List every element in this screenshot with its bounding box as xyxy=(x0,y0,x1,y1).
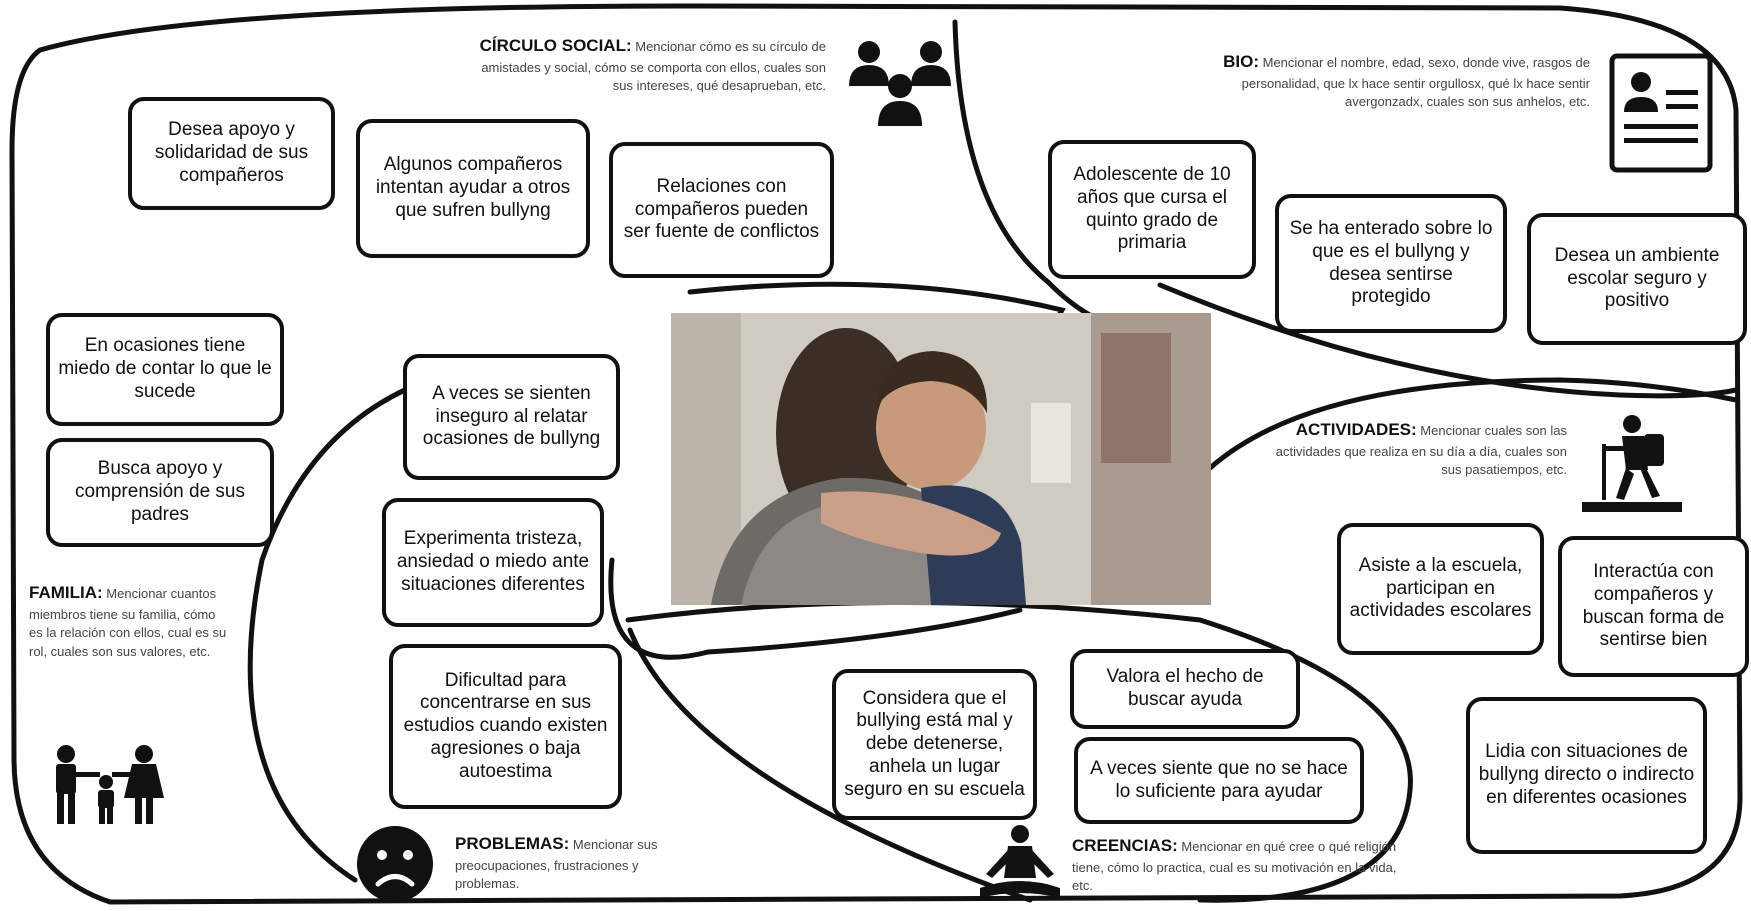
bio-section: BIO: Mencionar el nombre, edad, sexo, do… xyxy=(1188,50,1590,112)
meditation-icon xyxy=(970,824,1070,911)
familia-title: FAMILIA: xyxy=(29,583,103,602)
bio-title: BIO: xyxy=(1223,52,1259,71)
note-n1: Desea apoyo y solidaridad de sus compañe… xyxy=(128,97,335,210)
people-group-icon xyxy=(845,38,955,135)
note-n14: Lidia con situaciones de bullyng directo… xyxy=(1466,697,1707,854)
creencias-title: CREENCIAS: xyxy=(1072,836,1178,855)
actividades-title: ACTIVIDADES: xyxy=(1295,420,1417,439)
family-icon xyxy=(40,744,174,831)
creencias-section: CREENCIAS: Mencionar en qué cree o qué r… xyxy=(1072,834,1402,896)
note-n3: Relaciones con compañeros pueden ser fue… xyxy=(609,142,834,278)
note-n9: A veces se sienten inseguro al relatar o… xyxy=(403,354,620,480)
actividades-text: Mencionar cuales son las actividades que… xyxy=(1275,423,1567,478)
note-n6: Desea un ambiente escolar seguro y posit… xyxy=(1527,213,1747,345)
note-n8: Busca apoyo y comprensión de sus padres xyxy=(46,438,274,547)
bio-text: Mencionar el nombre, edad, sexo, donde v… xyxy=(1241,55,1590,110)
actividades-divider xyxy=(1207,377,1739,471)
note-n12: Asiste a la escuela, participan en activ… xyxy=(1337,523,1544,655)
hiker-icon xyxy=(1582,414,1682,517)
actividades-section: ACTIVIDADES: Mencionar cuales son las ac… xyxy=(1262,418,1567,480)
circulo-social-section: CÍRCULO SOCIAL: Mencionar cómo es su cír… xyxy=(470,34,826,96)
sad-face-icon xyxy=(355,824,435,909)
note-n17: A veces siente que no se hace lo suficie… xyxy=(1074,737,1364,824)
id-card-icon xyxy=(1608,52,1714,179)
note-n5: Se ha enterado sobre lo que es el bullyn… xyxy=(1275,194,1507,333)
problemas-creencias-divider xyxy=(627,627,1033,903)
circulo-social-text: Mencionar cómo es su círculo de amistade… xyxy=(481,39,826,94)
note-n7: En ocasiones tiene miedo de contar lo qu… xyxy=(46,313,284,426)
note-n11: Dificultad para concentrarse en sus estu… xyxy=(389,644,622,809)
note-n15: Considera que el bullying está mal y deb… xyxy=(832,669,1037,820)
note-n4: Adolescente de 10 años que cursa el quin… xyxy=(1048,140,1256,279)
note-n2: Algunos compañeros intentan ayudar a otr… xyxy=(356,119,590,258)
problemas-text: Mencionar sus preocupaciones, frustracio… xyxy=(455,837,658,892)
note-n16: Valora el hecho de buscar ayuda xyxy=(1070,649,1300,729)
note-n10: Experimenta tristeza, ansiedad o miedo a… xyxy=(382,498,604,627)
circulo-social-title: CÍRCULO SOCIAL: xyxy=(479,36,632,55)
familia-section: FAMILIA: Mencionar cuantos miembros tien… xyxy=(29,581,229,662)
center-lower-outline xyxy=(608,557,1023,660)
creencias-text: Mencionar en qué cree o qué religión tie… xyxy=(1072,839,1397,894)
familia-text: Mencionar cuantos miembros tiene su fami… xyxy=(29,586,227,660)
problemas-section: PROBLEMAS: Mencionar sus preocupaciones,… xyxy=(455,832,700,894)
problemas-title: PROBLEMAS: xyxy=(455,834,570,853)
bio-divider xyxy=(1157,282,1739,399)
note-n13: Interactúa con compañeros y buscan forma… xyxy=(1558,536,1749,677)
boy-hugging-parent-photo xyxy=(671,313,1211,605)
outer-border xyxy=(9,3,1743,905)
